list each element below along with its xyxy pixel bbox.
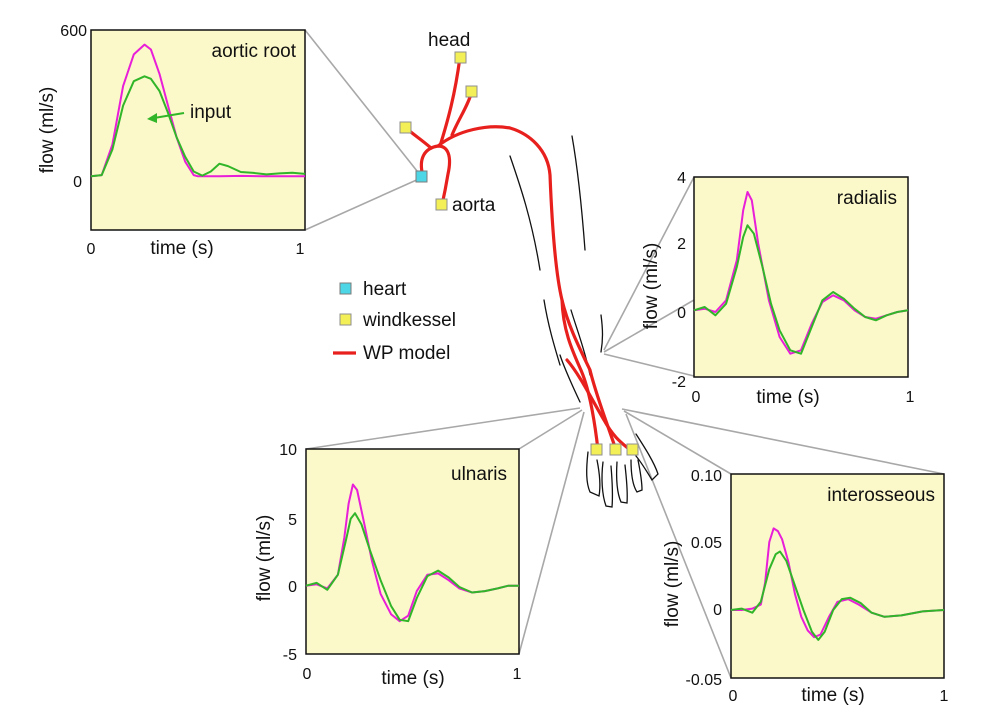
x-tick-label: 1 (513, 666, 522, 683)
plot-lines (730, 527, 945, 641)
windkessel-marker (590, 443, 603, 456)
plot-area (90, 29, 306, 231)
x-tick-label: 0 (692, 389, 701, 406)
panel-title: radialis (837, 188, 897, 209)
panel-aortic-root: aortic root 600 0 0 1 time (s) flow (ml/… (37, 23, 306, 259)
y-tick-label: 0.10 (691, 468, 722, 485)
x-tick-label: 0 (303, 666, 312, 683)
y-tick-label: -2 (672, 374, 686, 391)
input-annotation-arrow (153, 112, 185, 119)
y-tick-label: 10 (279, 442, 297, 459)
windkessel-marker (465, 85, 478, 98)
panel-interosseous: interosseous 0.10 0.05 0 -0.05 0 1 time … (662, 468, 949, 706)
y-tick-label: -0.05 (686, 672, 723, 689)
green-flow-line (90, 75, 306, 178)
plot-lines (305, 483, 519, 623)
magenta-flow-line (90, 43, 305, 178)
y-tick-label: 5 (288, 512, 297, 529)
y-tick-label: -5 (283, 647, 297, 664)
windkessel-marker (609, 443, 622, 456)
x-tick-label: 1 (296, 241, 305, 258)
heart-marker (415, 170, 428, 183)
y-tick-label: 0 (288, 579, 297, 596)
panel-ulnaris: ulnaris 10 5 0 -5 0 1 time (s) flow (ml/… (254, 442, 522, 689)
y-tick-label: 600 (60, 23, 87, 40)
green-flow-line (305, 512, 519, 623)
y-tick-label: 0 (677, 305, 686, 322)
panel-title: ulnaris (451, 464, 507, 485)
green-flow-line (730, 550, 945, 641)
heart-legend-swatch (339, 282, 352, 295)
windkessel-legend-swatch (339, 313, 352, 326)
input-arrowhead (147, 113, 157, 123)
windkessel-marker (399, 121, 412, 134)
x-axis-label: time (s) (150, 238, 213, 259)
windkessel-marker (454, 51, 467, 64)
zoom-connectors (304, 29, 945, 679)
x-axis-label: time (s) (756, 387, 819, 408)
x-tick-label: 0 (729, 688, 738, 705)
panel-title: interosseous (827, 485, 935, 506)
x-tick-label: 0 (87, 241, 96, 258)
hand-outline (586, 433, 659, 508)
boundary-markers (399, 51, 639, 456)
y-axis-label: flow (ml/s) (662, 541, 683, 628)
plot-lines (90, 43, 306, 178)
y-axis-label: flow (ml/s) (37, 87, 58, 174)
x-axis-label: time (s) (801, 685, 864, 706)
x-tick-label: 1 (906, 389, 915, 406)
y-axis-label: flow (ml/s) (254, 515, 275, 602)
panel-title: aortic root (212, 41, 297, 62)
y-tick-label: 0 (73, 174, 82, 191)
input-annotation: input (190, 102, 232, 123)
y-tick-label: 4 (677, 170, 686, 187)
y-tick-label: 2 (677, 236, 686, 253)
legend-label-heart: heart (363, 279, 407, 300)
windkessel-marker (435, 198, 448, 211)
aorta-label: aorta (452, 195, 496, 216)
x-tick-label: 1 (940, 688, 949, 705)
legend-label-windkessel: windkessel (362, 310, 456, 331)
head-label: head (428, 30, 470, 51)
panel-radialis: radialis 4 2 0 -2 0 1 time (s) flow (ml/… (641, 170, 915, 408)
y-axis-label: flow (ml/s) (641, 243, 662, 330)
plot-lines (693, 191, 909, 355)
x-axis-label: time (s) (381, 668, 444, 689)
windkessel-marker (626, 443, 639, 456)
plot-area (693, 176, 909, 378)
legend: heart windkessel WP model (333, 279, 456, 364)
arterial-tree (404, 55, 632, 452)
legend-label-wp-model: WP model (363, 343, 450, 364)
y-tick-label: 0.05 (691, 535, 722, 552)
green-flow-line (693, 224, 909, 355)
y-tick-label: 0 (713, 602, 722, 619)
